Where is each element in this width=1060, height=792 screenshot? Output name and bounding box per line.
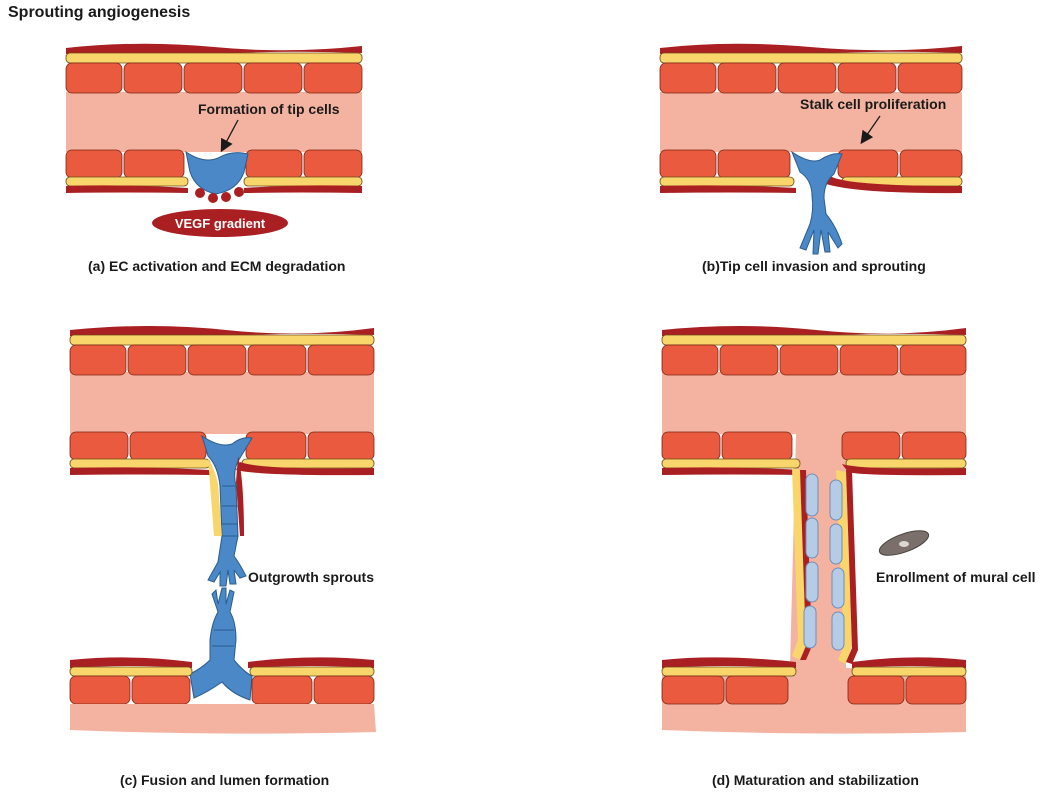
lower-sprout bbox=[190, 588, 252, 700]
panel-d: Enrollment of mural cell bbox=[662, 326, 1035, 734]
caption-panel-c: (c) Fusion and lumen formation bbox=[120, 772, 329, 788]
panel-a: VEGF gradient Formation of tip cells bbox=[66, 44, 362, 237]
mural-annotation: Enrollment of mural cell bbox=[876, 569, 1035, 585]
upper-sprout-tip bbox=[208, 536, 246, 586]
vegf-gradient-label: VEGF gradient bbox=[175, 216, 266, 231]
caption-panel-b: (b)Tip cell invasion and sprouting bbox=[702, 258, 926, 274]
panel-c: Outgrowth sprouts bbox=[70, 326, 376, 734]
sprouting-tip-cell bbox=[792, 152, 842, 254]
panel-b: Stalk cell proliferation bbox=[660, 44, 962, 254]
sprouts-annotation: Outgrowth sprouts bbox=[248, 569, 374, 585]
endothelial-row-top bbox=[66, 63, 362, 93]
stalk-annotation: Stalk cell proliferation bbox=[800, 96, 946, 112]
pericyte-layer bbox=[66, 53, 362, 63]
caption-panel-d: (d) Maturation and stabilization bbox=[712, 772, 919, 788]
tip-cell-annotation: Formation of tip cells bbox=[198, 101, 340, 117]
caption-panel-a: (a) EC activation and ECM degradation bbox=[88, 258, 345, 274]
